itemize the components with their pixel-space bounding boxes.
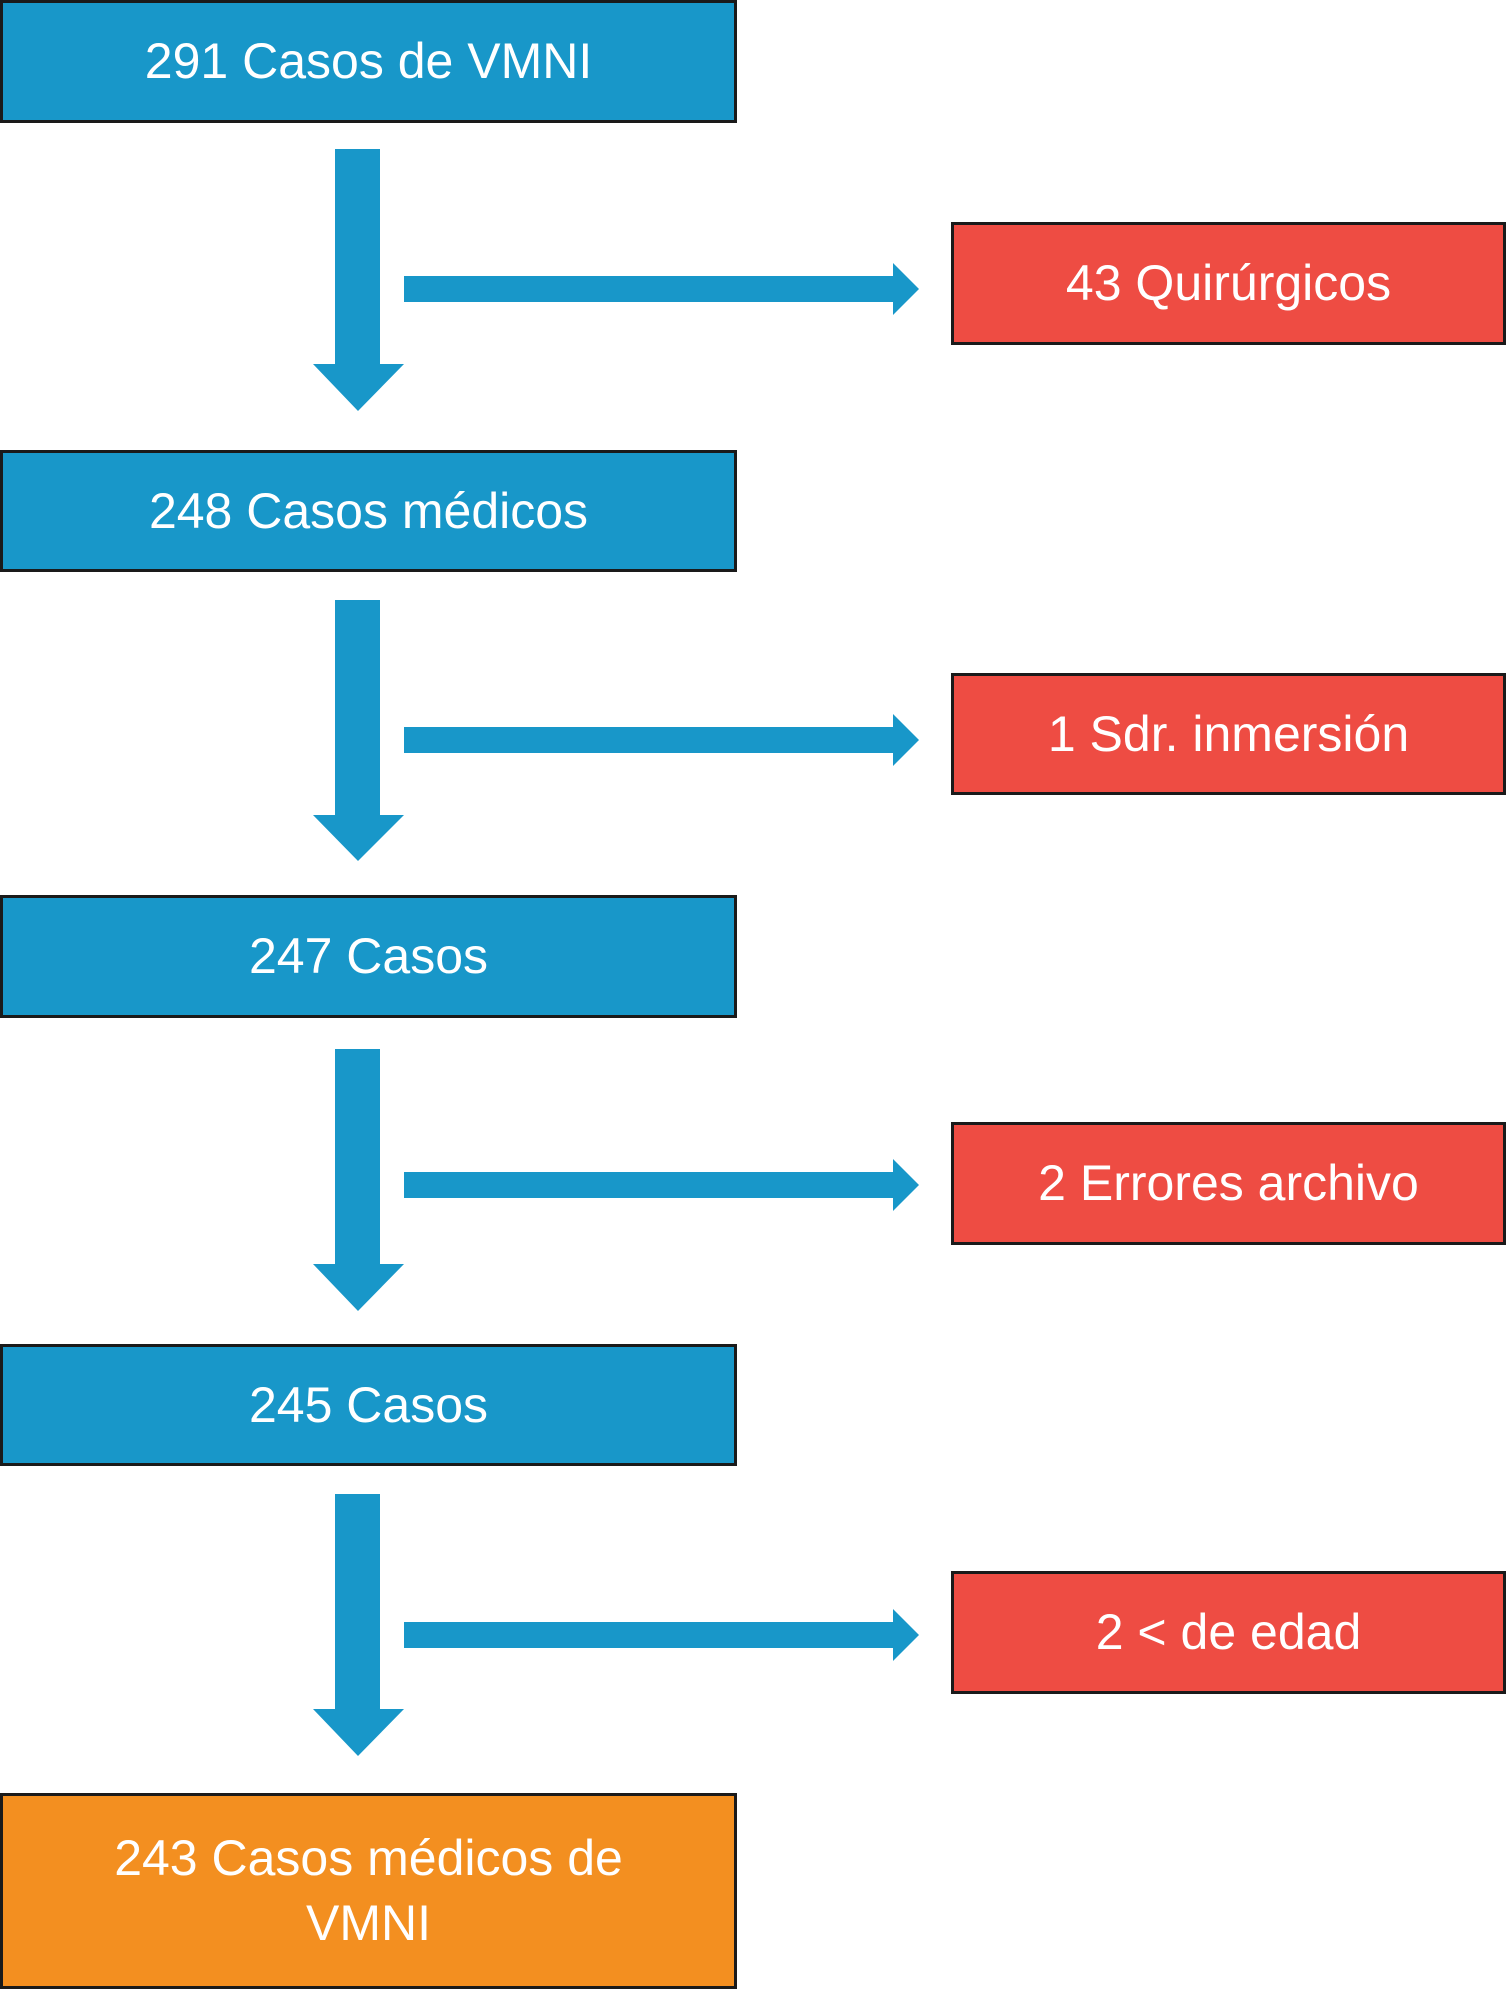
right-arrow-3 [404,1159,919,1211]
step-box-2: 248 Casos médicos [0,450,737,572]
step-box-1: 291 Casos de VMNI [0,0,737,123]
exclusion-box-2: 1 Sdr. inmersión [951,673,1506,795]
right-arrow-4 [404,1609,919,1661]
step-box-3: 247 Casos [0,895,737,1018]
down-arrow-3 [313,1049,404,1311]
final-box: 243 Casos médicos de VMNI [0,1793,737,1989]
down-arrow-1 [313,149,404,411]
down-arrow-4 [313,1494,404,1756]
right-arrow-2 [404,714,919,766]
exclusion-box-1: 43 Quirúrgicos [951,222,1506,345]
exclusion-box-4: 2 < de edad [951,1571,1506,1694]
step-box-4: 245 Casos [0,1344,737,1466]
exclusion-box-3: 2 Errores archivo [951,1122,1506,1245]
final-box-label: 243 Casos médicos de VMNI [114,1830,623,1951]
down-arrow-2 [313,600,404,861]
right-arrow-1 [404,263,919,315]
